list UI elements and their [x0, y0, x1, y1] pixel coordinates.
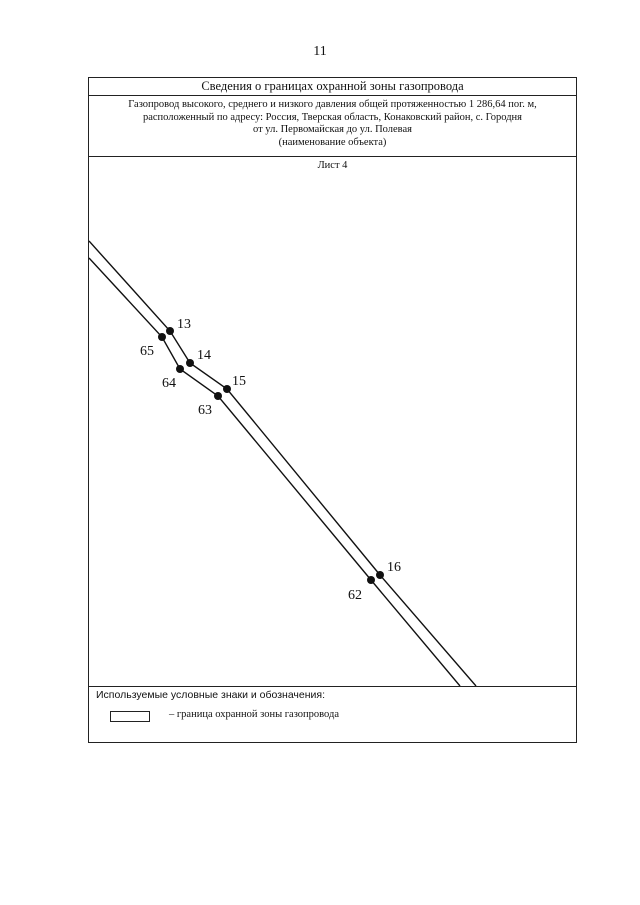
point-13-marker	[166, 327, 174, 335]
zone-boundary-upper	[89, 240, 477, 686]
legend-swatch-zone-boundary	[110, 711, 150, 722]
point-64-label: 64	[162, 376, 176, 391]
object-line-2: расположенный по адресу: Россия, Тверска…	[142, 111, 523, 123]
document-frame: Сведения о границах охранной зоны газопр…	[88, 77, 577, 743]
point-15-marker	[223, 385, 231, 393]
point-16-label: 16	[387, 560, 401, 575]
object-description: Газопровод высокого, среднего и низкого …	[89, 95, 576, 157]
object-line-1: Газопровод высокого, среднего и низкого …	[128, 99, 537, 110]
point-15-label: 15	[232, 374, 246, 389]
point-65-marker	[158, 333, 166, 341]
point-62: 62	[348, 576, 375, 603]
object-caption: (наименование объекта)	[278, 136, 387, 148]
page-number: 11	[313, 44, 327, 59]
zone-drawing: 13 14 15 16 62 63 64 65	[89, 240, 477, 686]
point-64-marker	[176, 365, 184, 373]
legend-item-label: – граница охранной зоны газопровода	[169, 709, 340, 720]
point-62-marker	[367, 576, 375, 584]
sheet-label: Лист 4	[317, 160, 348, 171]
zone-boundary-lower	[89, 257, 461, 686]
point-16-marker	[376, 571, 384, 579]
point-14-marker	[186, 359, 194, 367]
point-14: 14	[186, 348, 211, 367]
point-64: 64	[162, 365, 184, 391]
object-line-3: от ул. Первомайская до ул. Полевая	[252, 124, 412, 135]
point-13: 13	[166, 317, 191, 335]
point-62-label: 62	[348, 588, 362, 603]
legend: Используемые условные знаки и обозначени…	[89, 686, 576, 743]
point-16: 16	[376, 560, 401, 579]
point-65: 65	[140, 333, 166, 359]
point-63-marker	[214, 392, 222, 400]
point-15: 15	[223, 374, 246, 393]
document-title: Сведения о границах охранной зоны газопр…	[89, 78, 576, 96]
legend-title: Используемые условные знаки и обозначени…	[96, 689, 326, 701]
point-63: 63	[198, 392, 222, 418]
point-14-label: 14	[197, 348, 211, 363]
point-65-label: 65	[140, 344, 154, 359]
point-13-label: 13	[177, 317, 191, 332]
point-63-label: 63	[198, 403, 212, 418]
